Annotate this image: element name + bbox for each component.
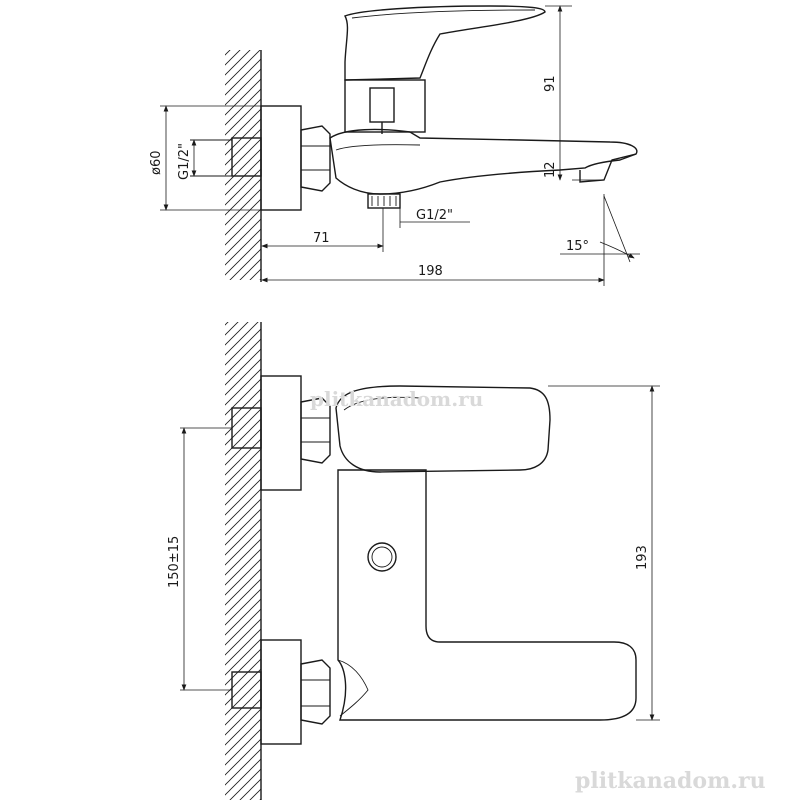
- front-view: 150±15 193: [167, 322, 660, 800]
- dim-outlet-thread-label: G1/2": [416, 208, 453, 223]
- diverter-knob: [367, 542, 397, 572]
- lever-side: [344, 5, 546, 81]
- dim-inlet-thread-label: G1/2": [177, 143, 192, 180]
- wall-hatch-top: [225, 50, 261, 280]
- dim-angle-label: 15°: [566, 239, 589, 254]
- mixer-body-side: [329, 128, 638, 195]
- mixer-body-front: [337, 469, 637, 721]
- watermark-corner: plitkanadom.ru: [575, 768, 766, 794]
- dim-height-front-label: 193: [635, 545, 650, 570]
- cover-plate-lower: [260, 639, 302, 745]
- side-view: ø60 G1/2" G1/2" 71 198 91 12 15°: [149, 5, 640, 286]
- dim-diameter-label: ø60: [149, 151, 164, 176]
- outlet-thread: [367, 193, 401, 209]
- dim-outlet-distance-label: 71: [313, 231, 330, 246]
- dim-total-length-label: 198: [418, 264, 443, 279]
- nut-side: [300, 125, 331, 192]
- nut-lower: [300, 659, 331, 725]
- dim-spout-offset-label: 12: [543, 161, 558, 178]
- spout-tip: [579, 153, 637, 183]
- cover-plate-upper: [260, 375, 302, 491]
- cartridge-housing: [344, 79, 426, 133]
- watermark-center: plitkanadom.ru: [310, 387, 483, 411]
- dim-height-label: 91: [543, 75, 558, 92]
- lever-front: [335, 385, 551, 473]
- inlet-pipe-side: [231, 137, 262, 177]
- dim-centers-label: 150±15: [167, 536, 182, 588]
- nut-upper: [300, 397, 331, 464]
- wall-hatch-bottom: [225, 322, 261, 800]
- cover-plate-side: [260, 105, 302, 211]
